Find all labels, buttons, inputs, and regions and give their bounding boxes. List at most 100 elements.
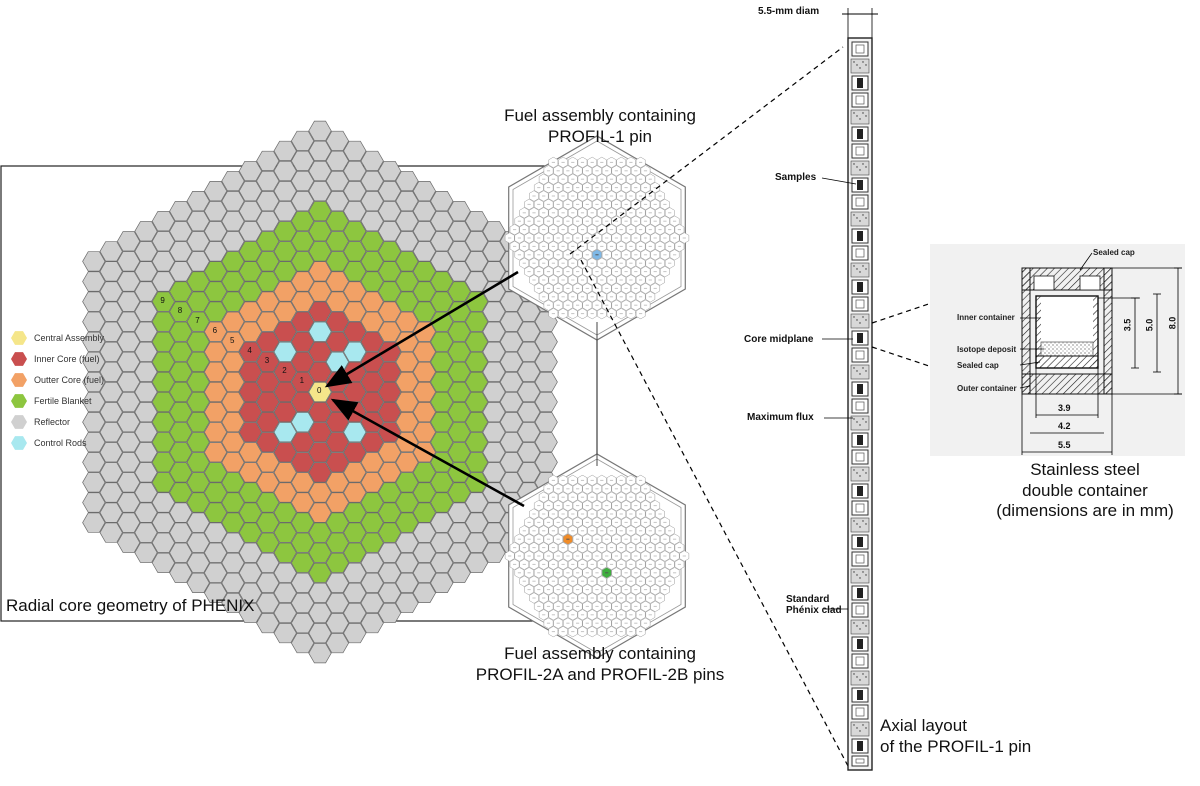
pin-number-mark — [658, 245, 662, 247]
core-hex — [256, 452, 280, 473]
core-hex — [82, 512, 106, 533]
core-hex — [99, 402, 123, 423]
core-hex — [116, 311, 141, 332]
core-hex — [308, 442, 332, 463]
speckle-mark — [859, 679, 861, 681]
pin-number-mark — [619, 229, 623, 231]
pin-number-mark — [595, 521, 599, 523]
assembly1-caption-line1: Fuel assembly containing — [504, 106, 696, 125]
pin-number-mark — [590, 229, 594, 231]
pin-number-mark — [551, 229, 555, 231]
core-hex — [412, 381, 437, 403]
core-hex — [221, 472, 245, 493]
core-hex — [482, 301, 506, 322]
core-hex — [395, 291, 419, 312]
ring-number: 3 — [264, 355, 270, 365]
pin-number-mark — [542, 580, 546, 582]
legend-swatch-hex — [11, 415, 27, 429]
core-hex — [482, 542, 506, 563]
pin-number-mark — [609, 530, 614, 532]
core-hex — [221, 572, 245, 593]
core-hex — [325, 592, 350, 614]
pin-number-mark — [634, 572, 638, 574]
pin-number-mark — [580, 580, 585, 582]
sample-container — [851, 245, 869, 261]
pin-number-mark — [639, 513, 643, 515]
pin-number-mark — [614, 521, 618, 523]
core-hex — [447, 422, 471, 443]
pin-number-mark — [634, 254, 638, 256]
core-hex — [430, 351, 454, 372]
container-outer-label: Outer container — [957, 384, 1017, 393]
pin-number-mark — [677, 547, 681, 549]
pin-number-mark — [542, 547, 546, 549]
core-hex — [412, 482, 437, 503]
pin-number-mark — [609, 229, 614, 231]
pin-number-mark — [673, 555, 677, 557]
spacer-segment — [850, 466, 870, 482]
core-hex — [99, 341, 123, 362]
pin-number-mark — [653, 521, 657, 523]
pin-number-mark — [585, 187, 589, 189]
pin-number-mark — [551, 178, 555, 180]
sample-inner — [855, 197, 865, 207]
pin-number-mark — [576, 287, 580, 289]
core-hex — [273, 562, 297, 583]
pin-number-mark — [634, 538, 638, 540]
core-hex — [151, 311, 176, 332]
core-hex — [412, 341, 437, 362]
core-hex — [273, 221, 297, 242]
pin-number-mark — [590, 313, 594, 315]
core-hex — [290, 512, 315, 533]
pin-number-mark — [595, 622, 599, 624]
pin-number-mark — [585, 488, 589, 490]
pin-number-mark — [595, 572, 599, 574]
core-hex — [377, 181, 402, 202]
core-hex — [186, 331, 210, 352]
pin-number-mark — [624, 572, 628, 574]
core-hex — [273, 160, 297, 182]
core-hex — [343, 422, 367, 443]
pin-number-mark — [663, 237, 667, 239]
pin-number-mark — [556, 605, 560, 607]
pin-number-mark — [590, 296, 594, 298]
core-hex — [360, 231, 384, 252]
core-hex — [134, 221, 158, 242]
core-hex — [343, 140, 367, 161]
core-hex — [412, 301, 437, 322]
pin-number-mark — [580, 547, 585, 549]
pin-number-mark — [639, 479, 643, 481]
core-hex — [116, 391, 141, 413]
pin-number-mark — [643, 521, 648, 523]
pin-number-mark — [682, 237, 686, 239]
core-hex — [256, 512, 280, 533]
core-hex — [464, 532, 489, 553]
speckle-mark — [859, 526, 861, 528]
core-hex — [290, 492, 315, 513]
legend-swatch-hex — [11, 436, 27, 450]
arrow-profil2 — [330, 398, 525, 508]
core-hex — [221, 211, 245, 232]
pin-number-mark — [682, 555, 686, 557]
pin-number-mark — [537, 254, 541, 256]
pin-number-mark — [551, 262, 555, 264]
core-hex — [99, 321, 123, 342]
core-hex — [221, 412, 245, 433]
core-hex — [203, 201, 228, 222]
core-hex — [221, 291, 245, 312]
dim-5-5: 5.5 — [1058, 440, 1071, 450]
pin-number-mark — [634, 555, 638, 557]
core-hex — [151, 492, 176, 513]
core-hex — [430, 472, 454, 493]
pin-number-mark — [658, 530, 662, 532]
pin-number-mark — [522, 530, 526, 532]
pin-number-mark — [648, 597, 652, 599]
speckle-mark — [853, 622, 855, 624]
pin-standard-line1: Standard — [786, 594, 830, 605]
core-hex — [238, 160, 263, 182]
pin-number-mark — [527, 572, 531, 574]
sample-dark — [857, 231, 863, 241]
pin-number-mark — [595, 287, 599, 289]
pin-number-mark — [556, 589, 560, 591]
sample-container — [851, 602, 869, 618]
